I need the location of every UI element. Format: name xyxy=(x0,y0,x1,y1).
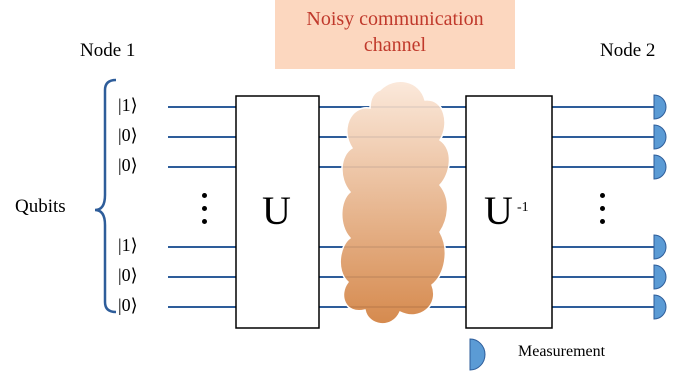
measurements xyxy=(469,94,667,371)
channel-label-box: Noisy communication channel xyxy=(275,0,515,69)
brace-icon xyxy=(94,78,117,314)
measurement-meter-icon xyxy=(653,124,667,150)
legend-measurement-icon xyxy=(469,338,486,371)
measurement-meter-icon xyxy=(653,154,667,180)
node-1-label: Node 1 xyxy=(80,40,136,61)
ket-3: |0⟩ xyxy=(118,155,138,175)
ellipsis-right xyxy=(598,193,608,232)
legend-measurement-label: Measurement xyxy=(518,343,606,360)
measurement-meter-icon xyxy=(653,234,667,260)
measurement-meter-icon xyxy=(653,94,667,120)
channel-label: Noisy communication channel xyxy=(306,8,484,56)
gate-u-inverse-box xyxy=(465,95,553,329)
node-2-label: Node 2 xyxy=(600,40,656,61)
ket-6: |0⟩ xyxy=(118,295,138,315)
measurement-meter-icon xyxy=(653,264,667,290)
ket-5: |0⟩ xyxy=(118,265,138,285)
measurement-meter-icon xyxy=(653,294,667,320)
gate-u-box xyxy=(235,95,320,329)
noise-cloud-icon xyxy=(339,80,451,325)
gate-u-label: U xyxy=(262,188,291,233)
qubits-label: Qubits xyxy=(15,196,66,217)
gate-u-inverse-label: U xyxy=(484,188,513,233)
ket-1: |1⟩ xyxy=(118,95,138,115)
ket-2: |0⟩ xyxy=(118,125,138,145)
gate-u-inverse-superscript: -1 xyxy=(517,200,529,215)
ket-4: |1⟩ xyxy=(118,235,138,255)
ellipsis-left xyxy=(200,193,210,232)
